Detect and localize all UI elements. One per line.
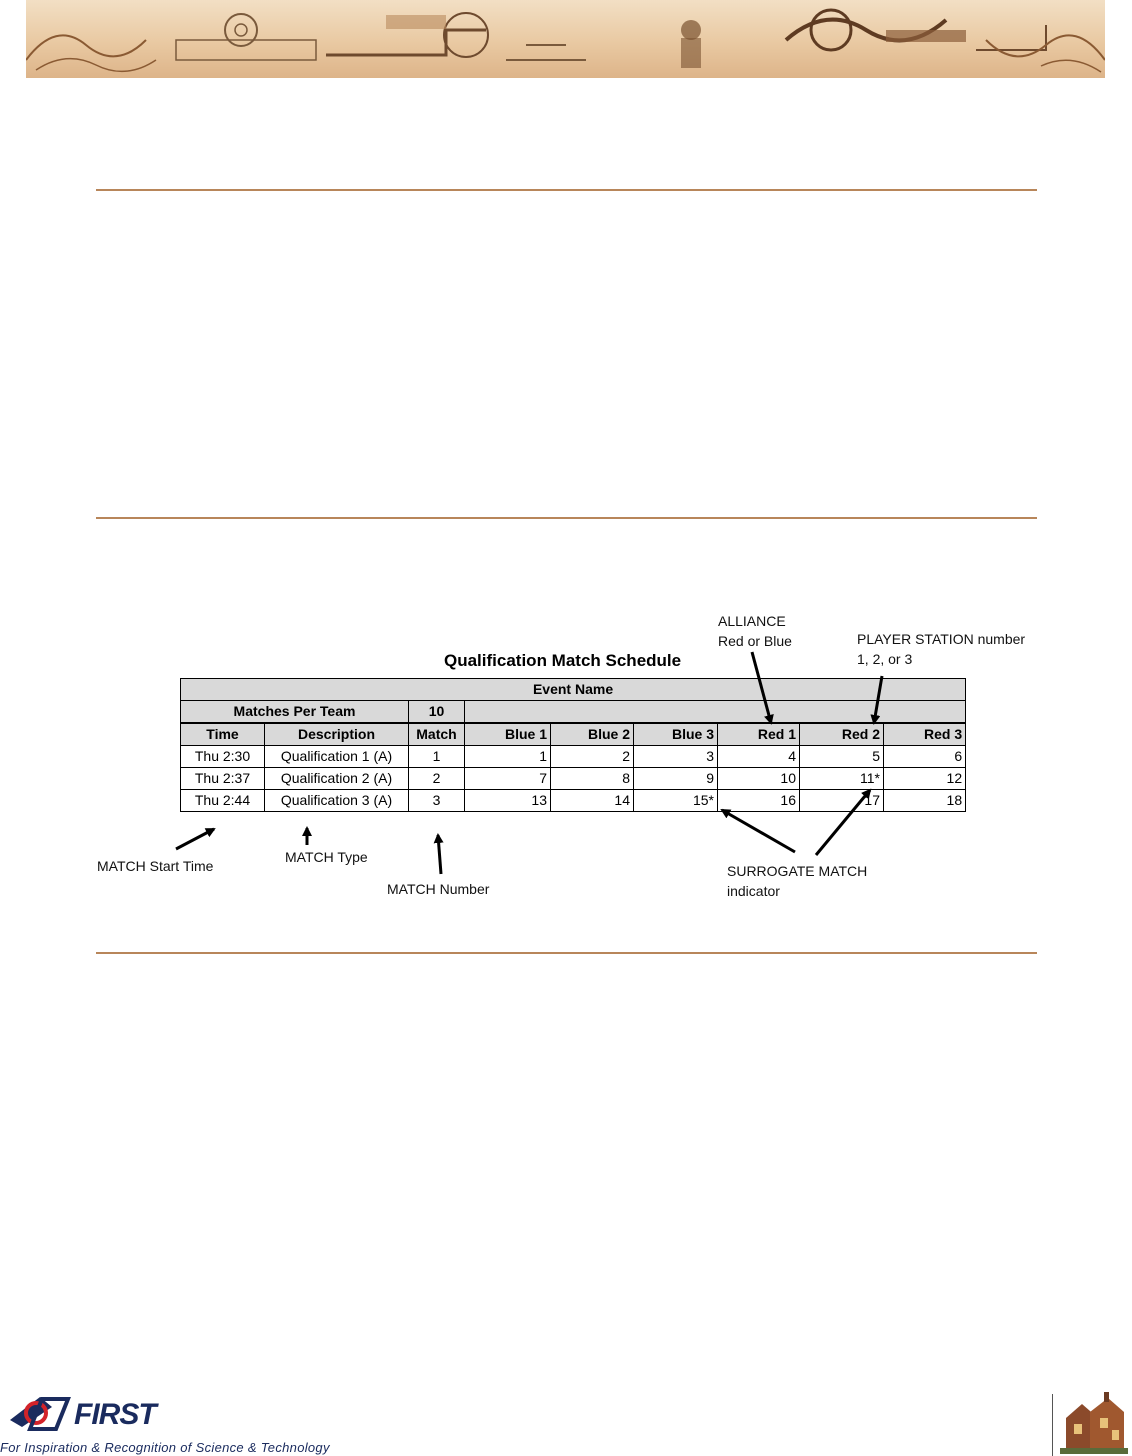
cell-red-3: 6 [882, 745, 967, 768]
cell-blue-1: 13 [464, 789, 551, 812]
schedule-title: Qualification Match Schedule [444, 651, 682, 670]
player-station-callout-line1: PLAYER STATION number [857, 631, 1026, 647]
alliance-callout-line2: Red or Blue [718, 633, 792, 649]
match-number-callout: MATCH Number [387, 881, 490, 897]
col-header-red-3: Red 3 [882, 722, 967, 746]
footer-divider [1052, 1394, 1053, 1456]
steampunk-machinery-illustration [26, 8, 1105, 73]
surrogate-arrow-red2 [814, 788, 872, 856]
cell-red-3: 18 [882, 789, 967, 812]
col-header-match: Match [408, 722, 465, 746]
col-header-blue-2: Blue 2 [550, 722, 634, 746]
steampunk-house-icon [1060, 1392, 1128, 1454]
first-logo-icon [10, 1397, 71, 1431]
match-start-time-callout: MATCH Start Time [97, 858, 214, 874]
match-type-callout: MATCH Type [285, 849, 368, 865]
cell-match: 3 [408, 789, 465, 812]
cell-time: Thu 2:44 [180, 789, 265, 812]
cell-description: Qualification 3 (A) [264, 789, 409, 812]
col-header-time: Time [180, 722, 265, 746]
col-header-red-1: Red 1 [717, 722, 800, 746]
surrogate-callout-line1: SURROGATE MATCH [727, 863, 868, 879]
cell-description: Qualification 1 (A) [264, 745, 409, 768]
cell-blue-1: 1 [464, 745, 551, 768]
cell-description: Qualification 2 (A) [264, 767, 409, 790]
surrogate-match-callout: SURROGATE MATCH indicator [727, 861, 867, 901]
alliance-callout-line1: ALLIANCE [718, 613, 786, 629]
cell-blue-3: 15* [633, 789, 718, 812]
matches-per-team-label: Matches Per Team [180, 700, 409, 724]
player-station-arrow [870, 675, 884, 725]
col-header-red-2: Red 2 [799, 722, 884, 746]
col-header-blue-1: Blue 1 [464, 722, 551, 746]
cell-red-1: 10 [717, 767, 800, 790]
header-banner [26, 0, 1105, 78]
section-rule-3 [96, 952, 1037, 954]
cell-blue-2: 8 [550, 767, 634, 790]
section-rule-2 [96, 517, 1037, 519]
player-station-callout-line2: 1, 2, or 3 [857, 651, 913, 667]
cell-time: Thu 2:37 [180, 767, 265, 790]
qualification-schedule-table: Event Name Matches Per Team 10 Time Desc… [179, 678, 967, 812]
table-row: Thu 2:37 Qualification 2 (A) 2 7 8 9 10 … [180, 767, 967, 790]
matches-per-team-value: 10 [408, 700, 465, 724]
cell-time: Thu 2:30 [180, 745, 265, 768]
first-wordmark: FIRST [74, 1398, 157, 1431]
table-row: Thu 2:44 Qualification 3 (A) 3 13 14 15*… [180, 789, 967, 812]
alliance-callout: ALLIANCE Red or Blue [718, 611, 792, 651]
match-start-time-arrow [175, 827, 216, 851]
table-row: Thu 2:30 Qualification 1 (A) 1 1 2 3 4 5… [180, 745, 967, 768]
event-name-cell: Event Name [179, 678, 967, 701]
match-number-arrow [433, 833, 444, 875]
first-tagline: For Inspiration & Recognition of Science… [0, 1440, 330, 1455]
player-station-callout: PLAYER STATION number 1, 2, or 3 [857, 629, 1025, 669]
surrogate-arrow-blue3 [720, 808, 796, 854]
col-header-blue-3: Blue 3 [633, 722, 718, 746]
surrogate-callout-line2: indicator [727, 883, 780, 899]
cell-red-3: 12 [882, 767, 967, 790]
section-rule-1 [96, 189, 1037, 191]
column-header-row: Time Description Match Blue 1 Blue 2 Blu… [180, 722, 967, 746]
alliance-arrow [750, 651, 774, 725]
cell-match: 2 [408, 767, 465, 790]
